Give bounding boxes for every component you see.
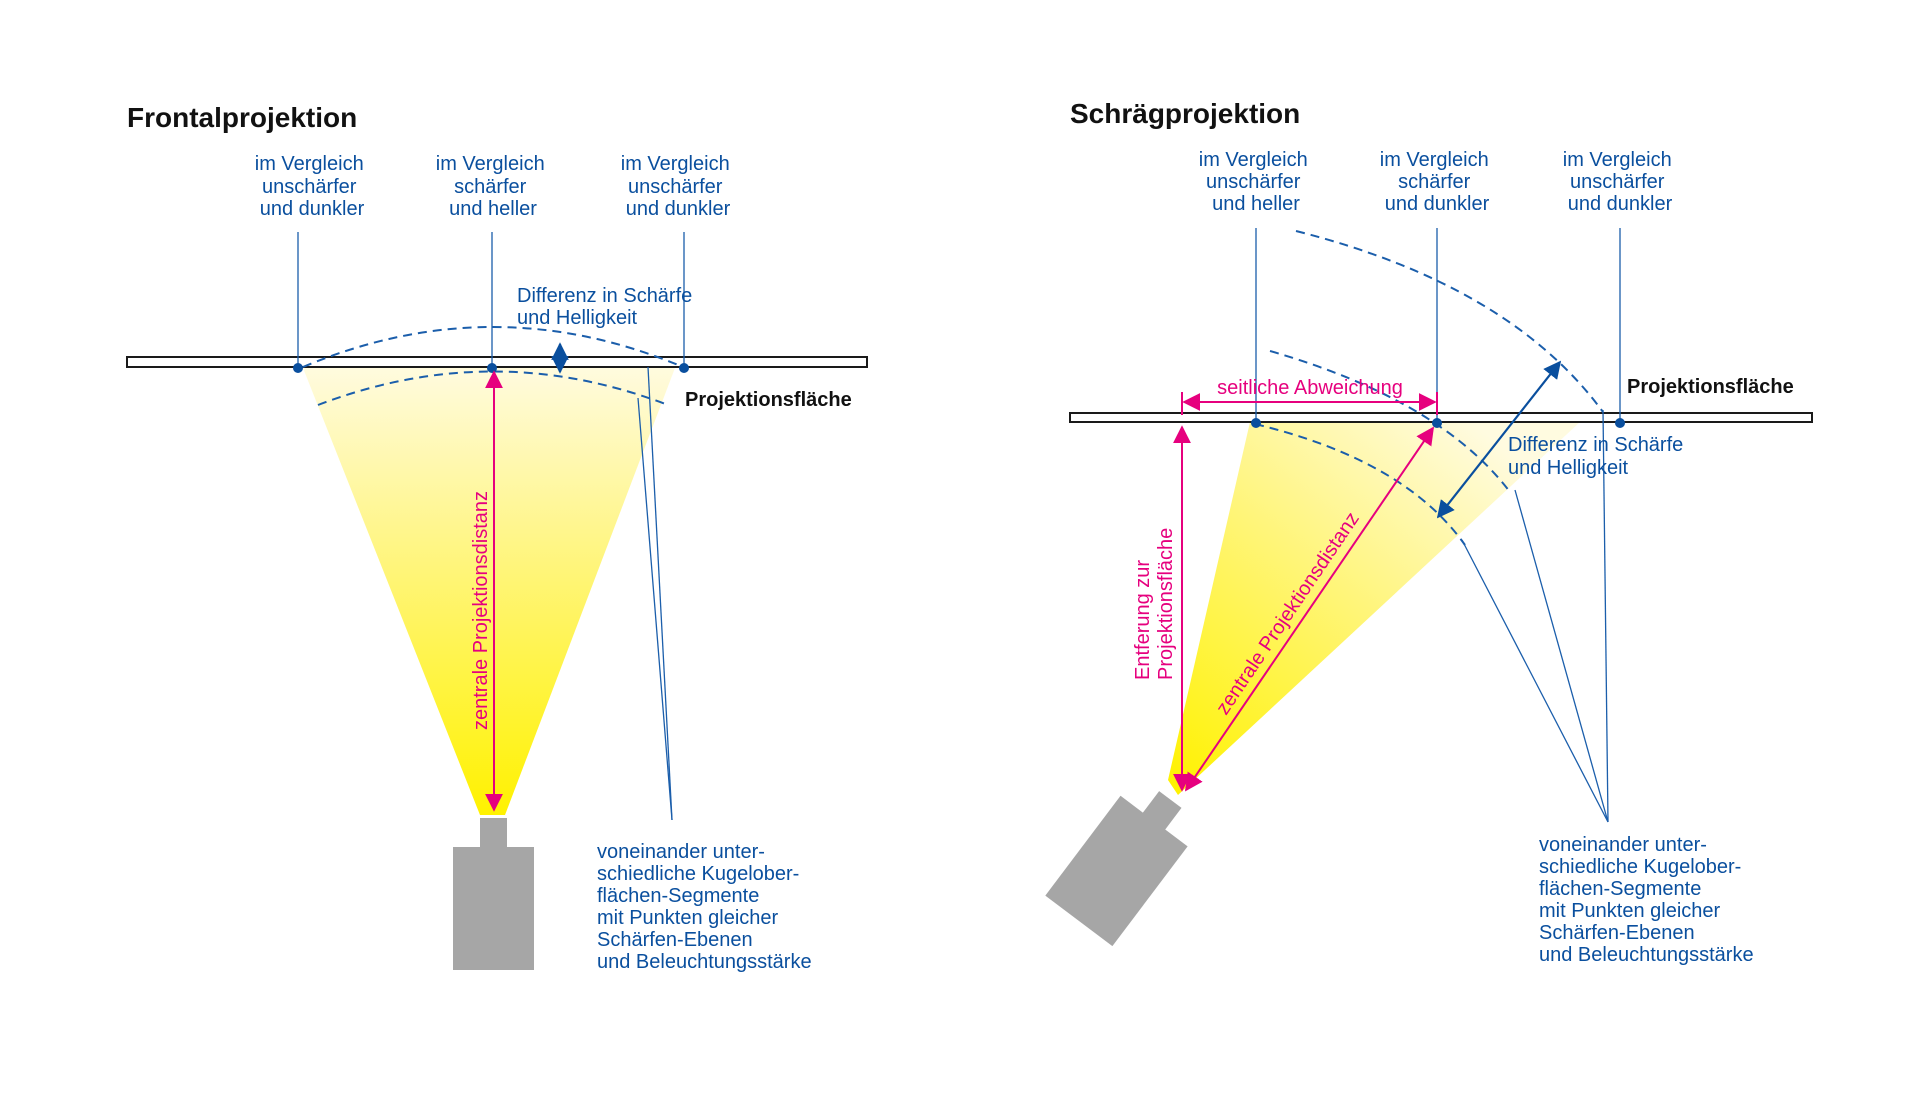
oblique-label-right: im Vergleich unschärfer und dunkler: [1563, 149, 1678, 215]
oblique-surface-label: Projektionsfläche: [1627, 376, 1794, 398]
oblique-point-left: [1251, 418, 1261, 428]
frontal-projection-panel: Frontalprojektion zentrale Projektionsdi…: [126, 102, 868, 973]
frontal-segment-leader-1: [637, 397, 673, 821]
frontal-central-distance-label: zentrale Projektionsdistanz: [470, 491, 492, 730]
oblique-segment-leader-3: [1602, 409, 1609, 823]
oblique-point-center: [1432, 418, 1442, 428]
oblique-difference-label: Differenz in Schärfe und Helligkeit: [1508, 434, 1689, 479]
oblique-point-right: [1615, 418, 1625, 428]
frontal-label-center: im Vergleich schärfer und heller: [436, 153, 551, 220]
oblique-segment-leader-2: [1514, 489, 1609, 823]
oblique-label-center: im Vergleich schärfer und dunkler: [1380, 149, 1495, 215]
oblique-projector: [1045, 791, 1188, 947]
oblique-projector-body: [1045, 795, 1188, 947]
frontal-projector-lens: [480, 818, 507, 848]
oblique-label-left: im Vergleich unschärfer und heller: [1199, 149, 1314, 215]
oblique-distance-to-surface-label: Entferung zur Projektionsfläche: [1132, 528, 1177, 680]
oblique-segments-label: voneinander unter- schiedliche Kugelober…: [1539, 834, 1754, 966]
frontal-title: Frontalprojektion: [127, 102, 357, 133]
frontal-sphere-segment-outer: [302, 326, 684, 368]
frontal-surface-label: Projektionsfläche: [685, 389, 852, 411]
oblique-segment-leader-1: [1461, 539, 1609, 823]
frontal-point-left: [293, 363, 303, 373]
frontal-segment-leader-2: [647, 366, 673, 821]
oblique-projection-panel: Schrägprojektion seitliche Abweichung En…: [1045, 98, 1813, 966]
frontal-projector-body: [453, 847, 534, 970]
frontal-label-left: im Vergleich unschärfer und dunkler: [255, 153, 370, 220]
frontal-difference-label: Differenz in Schärfe und Helligkeit: [517, 285, 698, 329]
oblique-central-distance-arrow: [1184, 426, 1435, 792]
oblique-difference-arrow: [1436, 360, 1562, 519]
frontal-label-right: im Vergleich unschärfer und dunkler: [621, 153, 736, 220]
oblique-title: Schrägprojektion: [1070, 98, 1300, 129]
frontal-segments-label: voneinander unter- schiedliche Kugelober…: [597, 841, 812, 973]
frontal-point-right: [679, 363, 689, 373]
frontal-point-center: [487, 363, 497, 373]
oblique-lateral-deviation-label: seitliche Abweichung: [1217, 377, 1403, 399]
frontal-projection-surface: [126, 356, 868, 368]
frontal-sphere-segment-inner: [317, 370, 669, 406]
oblique-sphere-segment-outer: [1295, 230, 1604, 413]
